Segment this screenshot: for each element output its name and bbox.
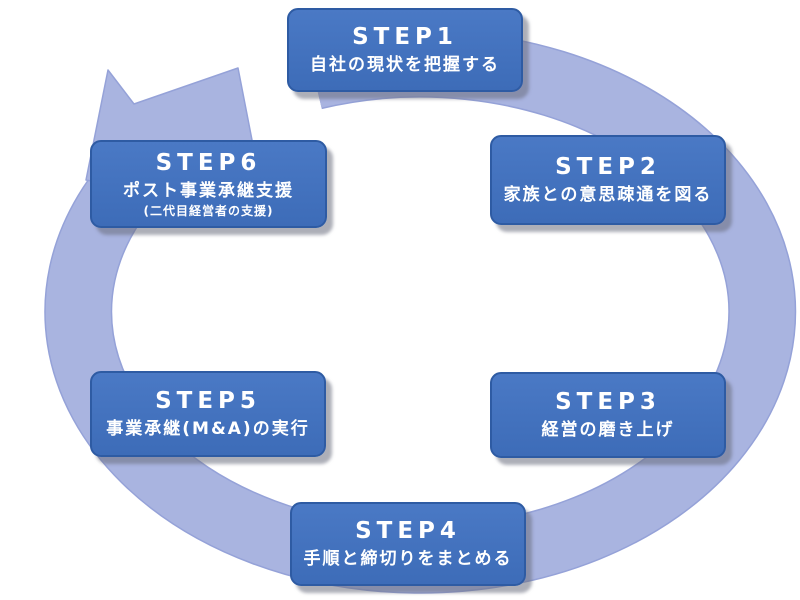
step-3-box: STEP3 経営の磨き上げ: [490, 372, 726, 458]
step-4-box: STEP4 手順と締切りをまとめる: [290, 502, 526, 586]
step-2-label: STEP2: [555, 154, 661, 181]
step-1-label: STEP1: [352, 24, 458, 51]
step-6-description: ポスト事業承継支援: [123, 181, 294, 202]
step-1-description: 自社の現状を把握する: [310, 55, 500, 76]
step-4-description: 手順と締切りをまとめる: [303, 549, 513, 570]
step-6-label: STEP6: [155, 150, 262, 177]
step-3-description: 経営の磨き上げ: [541, 420, 675, 441]
step-5-label: STEP5: [155, 388, 261, 415]
step-4-label: STEP4: [355, 518, 461, 545]
step-5-box: STEP5 事業承継(M&A)の実行: [90, 371, 326, 457]
step-2-box: STEP2 家族との意思疎通を図る: [490, 135, 726, 225]
step-3-label: STEP3: [555, 389, 661, 416]
step-6-subtext: (二代目経営者の支援): [143, 203, 274, 218]
cycle-arrow-ring: [45, 31, 795, 593]
step-2-description: 家族との意思疎通を図る: [503, 185, 713, 206]
step-1-box: STEP1 自社の現状を把握する: [287, 8, 523, 92]
step-6-box: STEP6 ポスト事業承継支援 (二代目経営者の支援): [90, 140, 327, 228]
step-5-description: 事業承継(M&A)の実行: [106, 419, 310, 440]
